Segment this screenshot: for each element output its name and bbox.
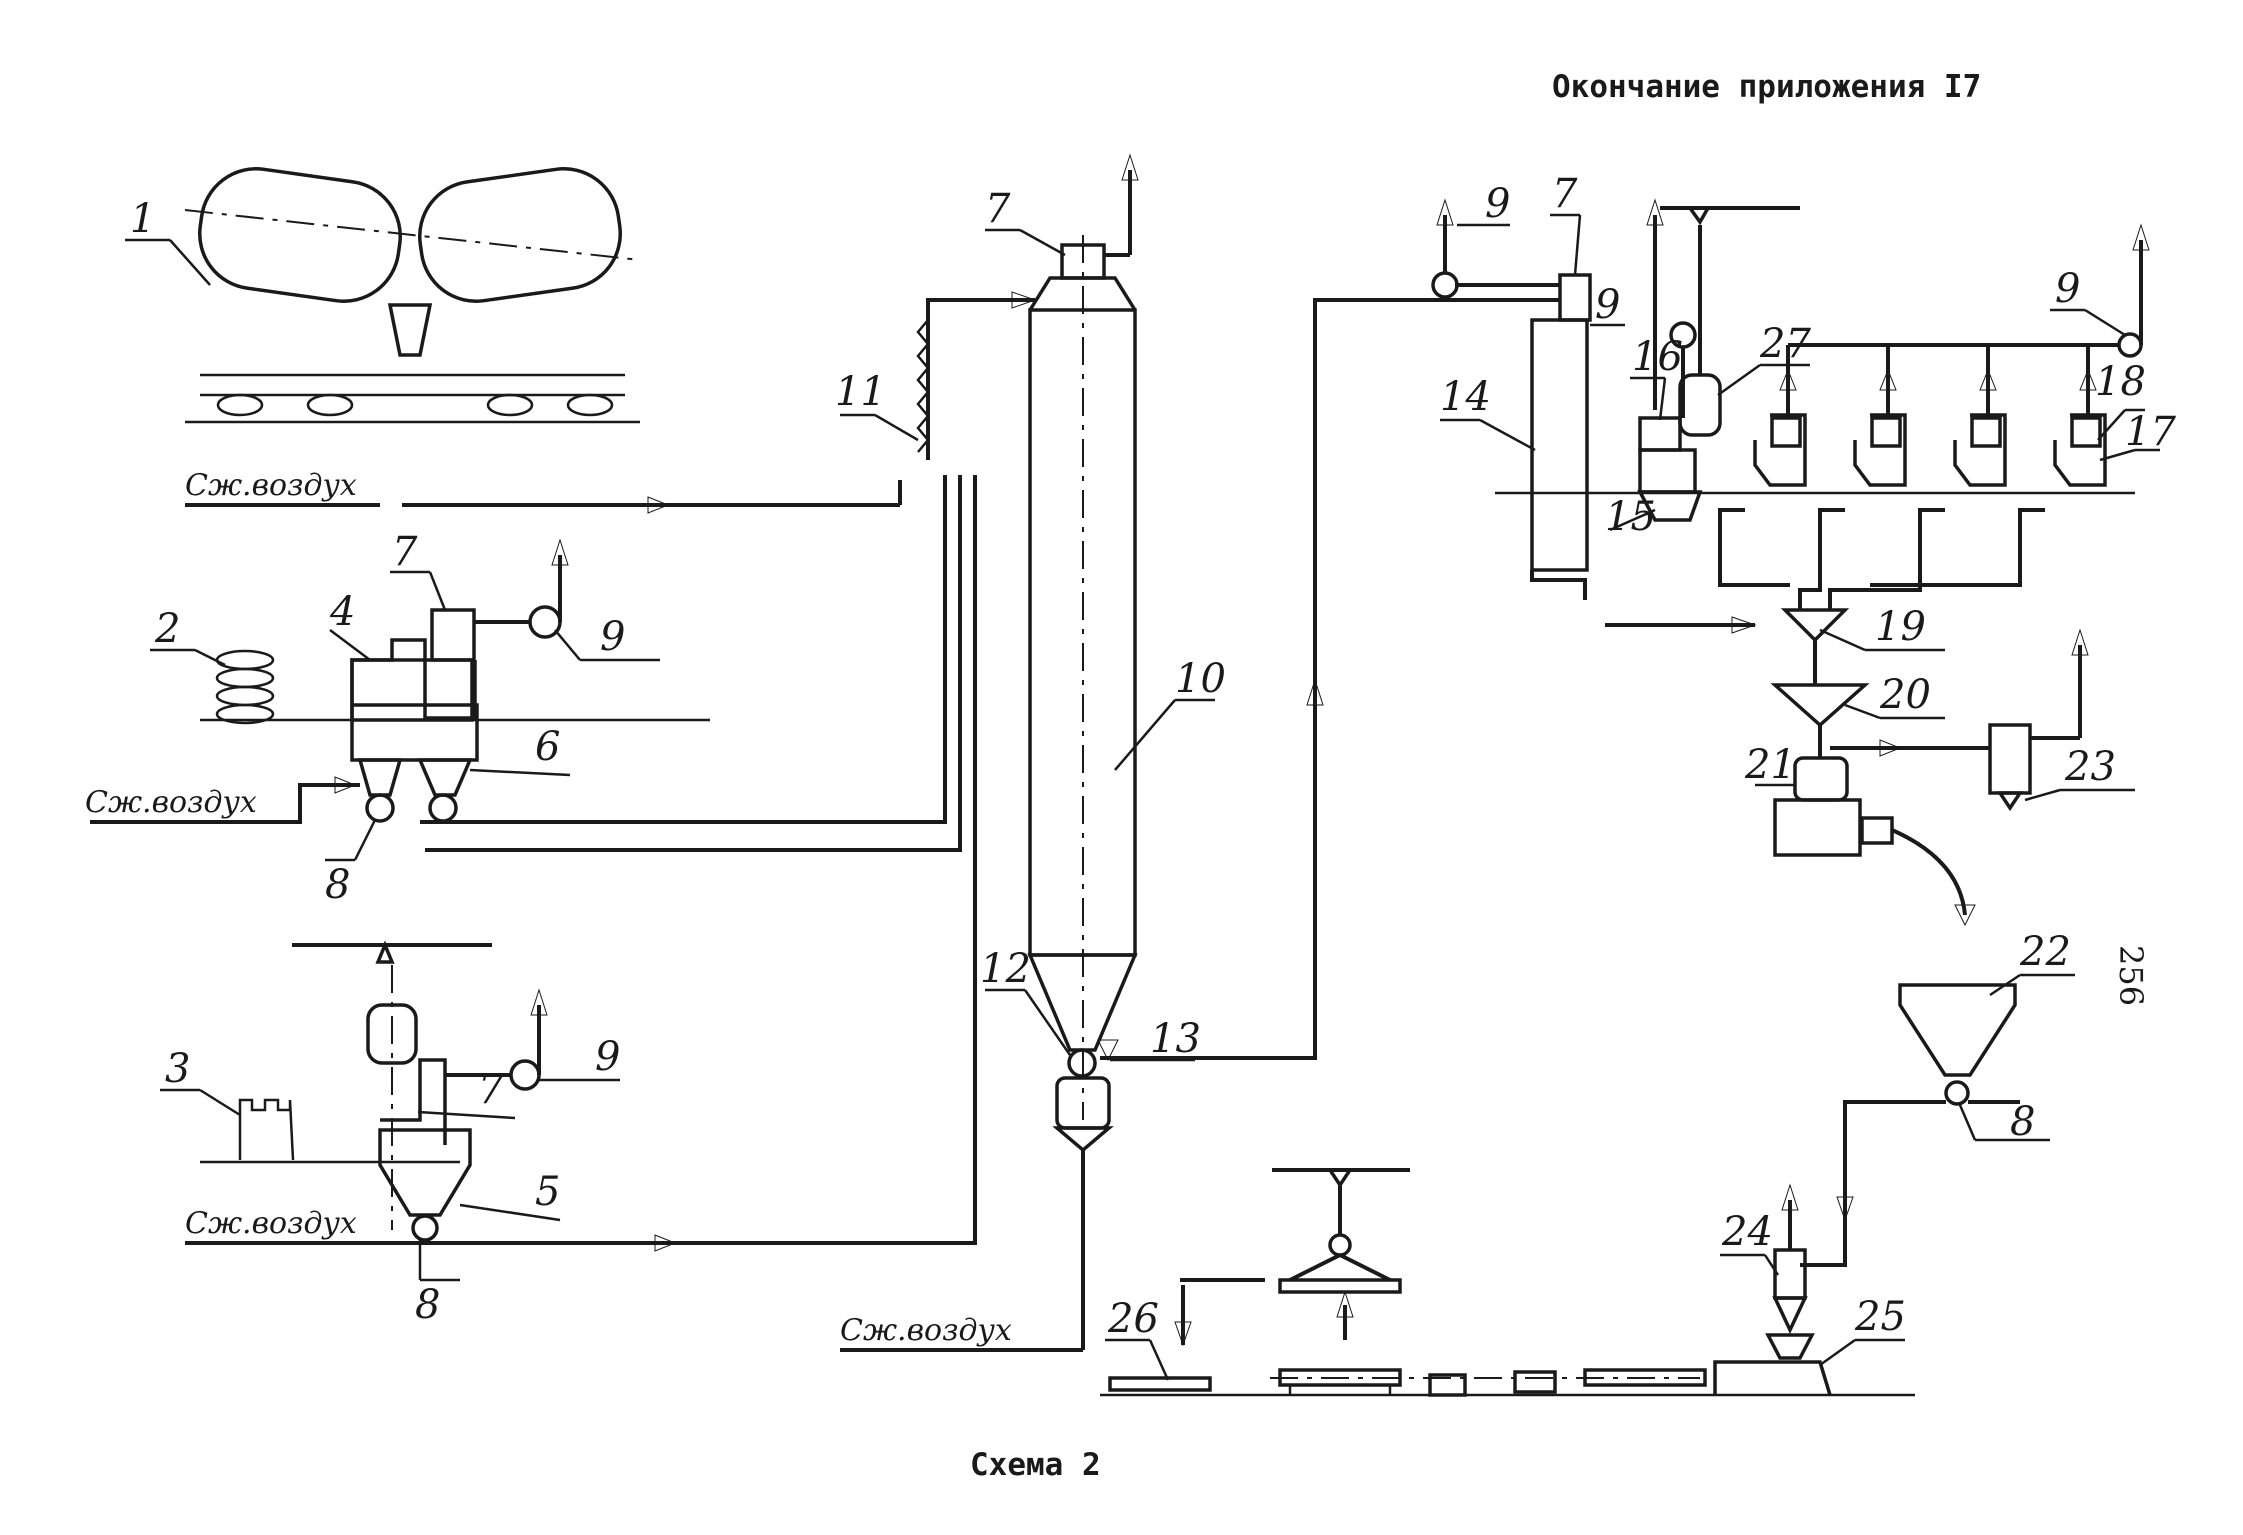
- label-16: 16: [1632, 334, 1683, 380]
- bag-emptying-station: [200, 555, 710, 823]
- label-1: 1: [130, 196, 155, 242]
- label-9e: 9: [2055, 266, 2080, 312]
- bag-stack: [215, 649, 275, 725]
- label-22: 22: [2019, 929, 2071, 975]
- label-9a: 9: [600, 614, 625, 660]
- label-10: 10: [1175, 656, 1226, 702]
- label-7a: 7: [392, 529, 418, 575]
- label-12: 12: [980, 946, 1031, 992]
- label-26: 26: [1107, 1296, 1159, 1342]
- air-labels: Сж.воздух Сж.воздух Сж.воздух Сж.воздух: [85, 468, 1012, 1348]
- flow-arrows: [334, 153, 2150, 1347]
- label-6: 6: [535, 724, 560, 770]
- distribution-unit: [1431, 206, 2135, 627]
- label-24: 24: [1721, 1209, 1773, 1255]
- label-7d: 7: [1552, 171, 1578, 217]
- label-8a: 8: [325, 862, 350, 908]
- label-18: 18: [2095, 359, 2146, 405]
- label-13: 13: [1150, 1016, 1201, 1062]
- main-silo: [840, 170, 1560, 1352]
- label-4: 4: [329, 589, 355, 635]
- label-21: 21: [1744, 742, 1796, 788]
- label-8c: 8: [2010, 1099, 2035, 1145]
- label-14: 14: [1440, 374, 1491, 420]
- mixing-unit: [1770, 608, 2082, 916]
- container-hopper-station: [200, 940, 541, 1242]
- air-label-hopper: Сж.воздух: [185, 1206, 357, 1241]
- label-7b: 7: [478, 1067, 504, 1113]
- label-7c: 7: [985, 186, 1011, 232]
- label-27: 27: [1759, 321, 1811, 367]
- packing-line: [1100, 983, 2020, 1397]
- item-labels: 1 2 3 4 5 6 7 7 7 7 8 8 8 9 9 9 9: [125, 171, 2176, 1381]
- air-label-silo: Сж.воздух: [840, 1313, 1012, 1348]
- label-15: 15: [1605, 494, 1656, 540]
- label-23: 23: [2064, 744, 2116, 790]
- label-19: 19: [1875, 604, 1926, 650]
- header-title: Окончание приложения I7: [1552, 69, 1981, 105]
- label-17: 17: [2125, 409, 2176, 455]
- label-9c: 9: [1485, 181, 1510, 227]
- rail-tank-car: [184, 167, 641, 424]
- page-number: 256: [2112, 945, 2150, 1006]
- scheme-caption: Схема 2: [970, 1447, 1101, 1483]
- label-2: 2: [154, 606, 180, 652]
- air-feed-lines: [90, 298, 1035, 1245]
- label-25: 25: [1854, 1294, 1906, 1340]
- label-8b: 8: [415, 1282, 440, 1328]
- label-11: 11: [835, 369, 886, 415]
- air-label-tank: Сж.воздух: [185, 468, 357, 503]
- label-9b: 9: [595, 1034, 620, 1080]
- label-5: 5: [535, 1169, 560, 1215]
- label-3: 3: [165, 1046, 190, 1092]
- label-20: 20: [1879, 672, 1931, 718]
- dosing-hoppers: [1718, 240, 2143, 610]
- label-9d: 9: [1595, 282, 1620, 328]
- air-label-station: Сж.воздух: [85, 785, 257, 820]
